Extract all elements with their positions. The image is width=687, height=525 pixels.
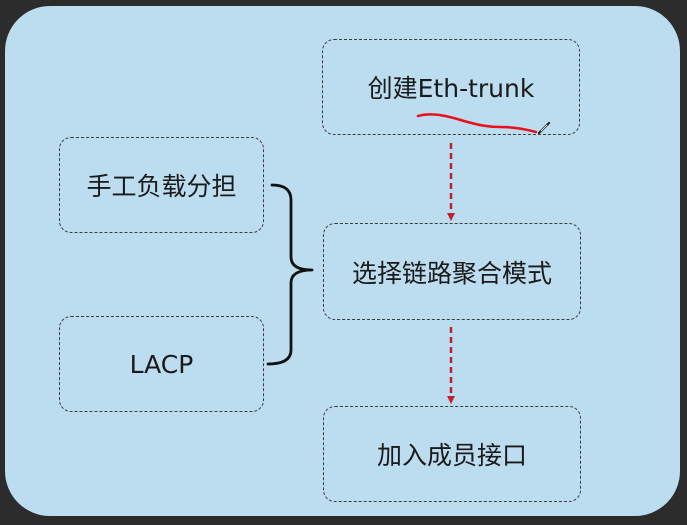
select-aggregation-mode-node: 选择链路聚合模式 bbox=[323, 223, 581, 320]
add-member-interfaces-label: 加入成员接口 bbox=[376, 441, 527, 470]
create-eth-trunk-label: 创建Eth-trunk bbox=[367, 74, 535, 103]
handwritten-underline-annotation bbox=[416, 113, 538, 134]
manual-load-balancing-label: 手工负载分担 bbox=[86, 172, 237, 201]
pen-cursor-icon bbox=[537, 121, 551, 135]
lacp-node: LACP bbox=[59, 316, 264, 412]
create-eth-trunk-node: 创建Eth-trunk bbox=[322, 39, 580, 135]
select-aggregation-mode-label: 选择链路聚合模式 bbox=[351, 258, 552, 288]
lacp-label: LACP bbox=[129, 349, 194, 379]
add-member-interfaces-node: 加入成员接口 bbox=[323, 406, 581, 502]
mode-options-brace bbox=[266, 183, 314, 366]
manual-load-balancing-node: 手工负载分担 bbox=[59, 137, 264, 233]
